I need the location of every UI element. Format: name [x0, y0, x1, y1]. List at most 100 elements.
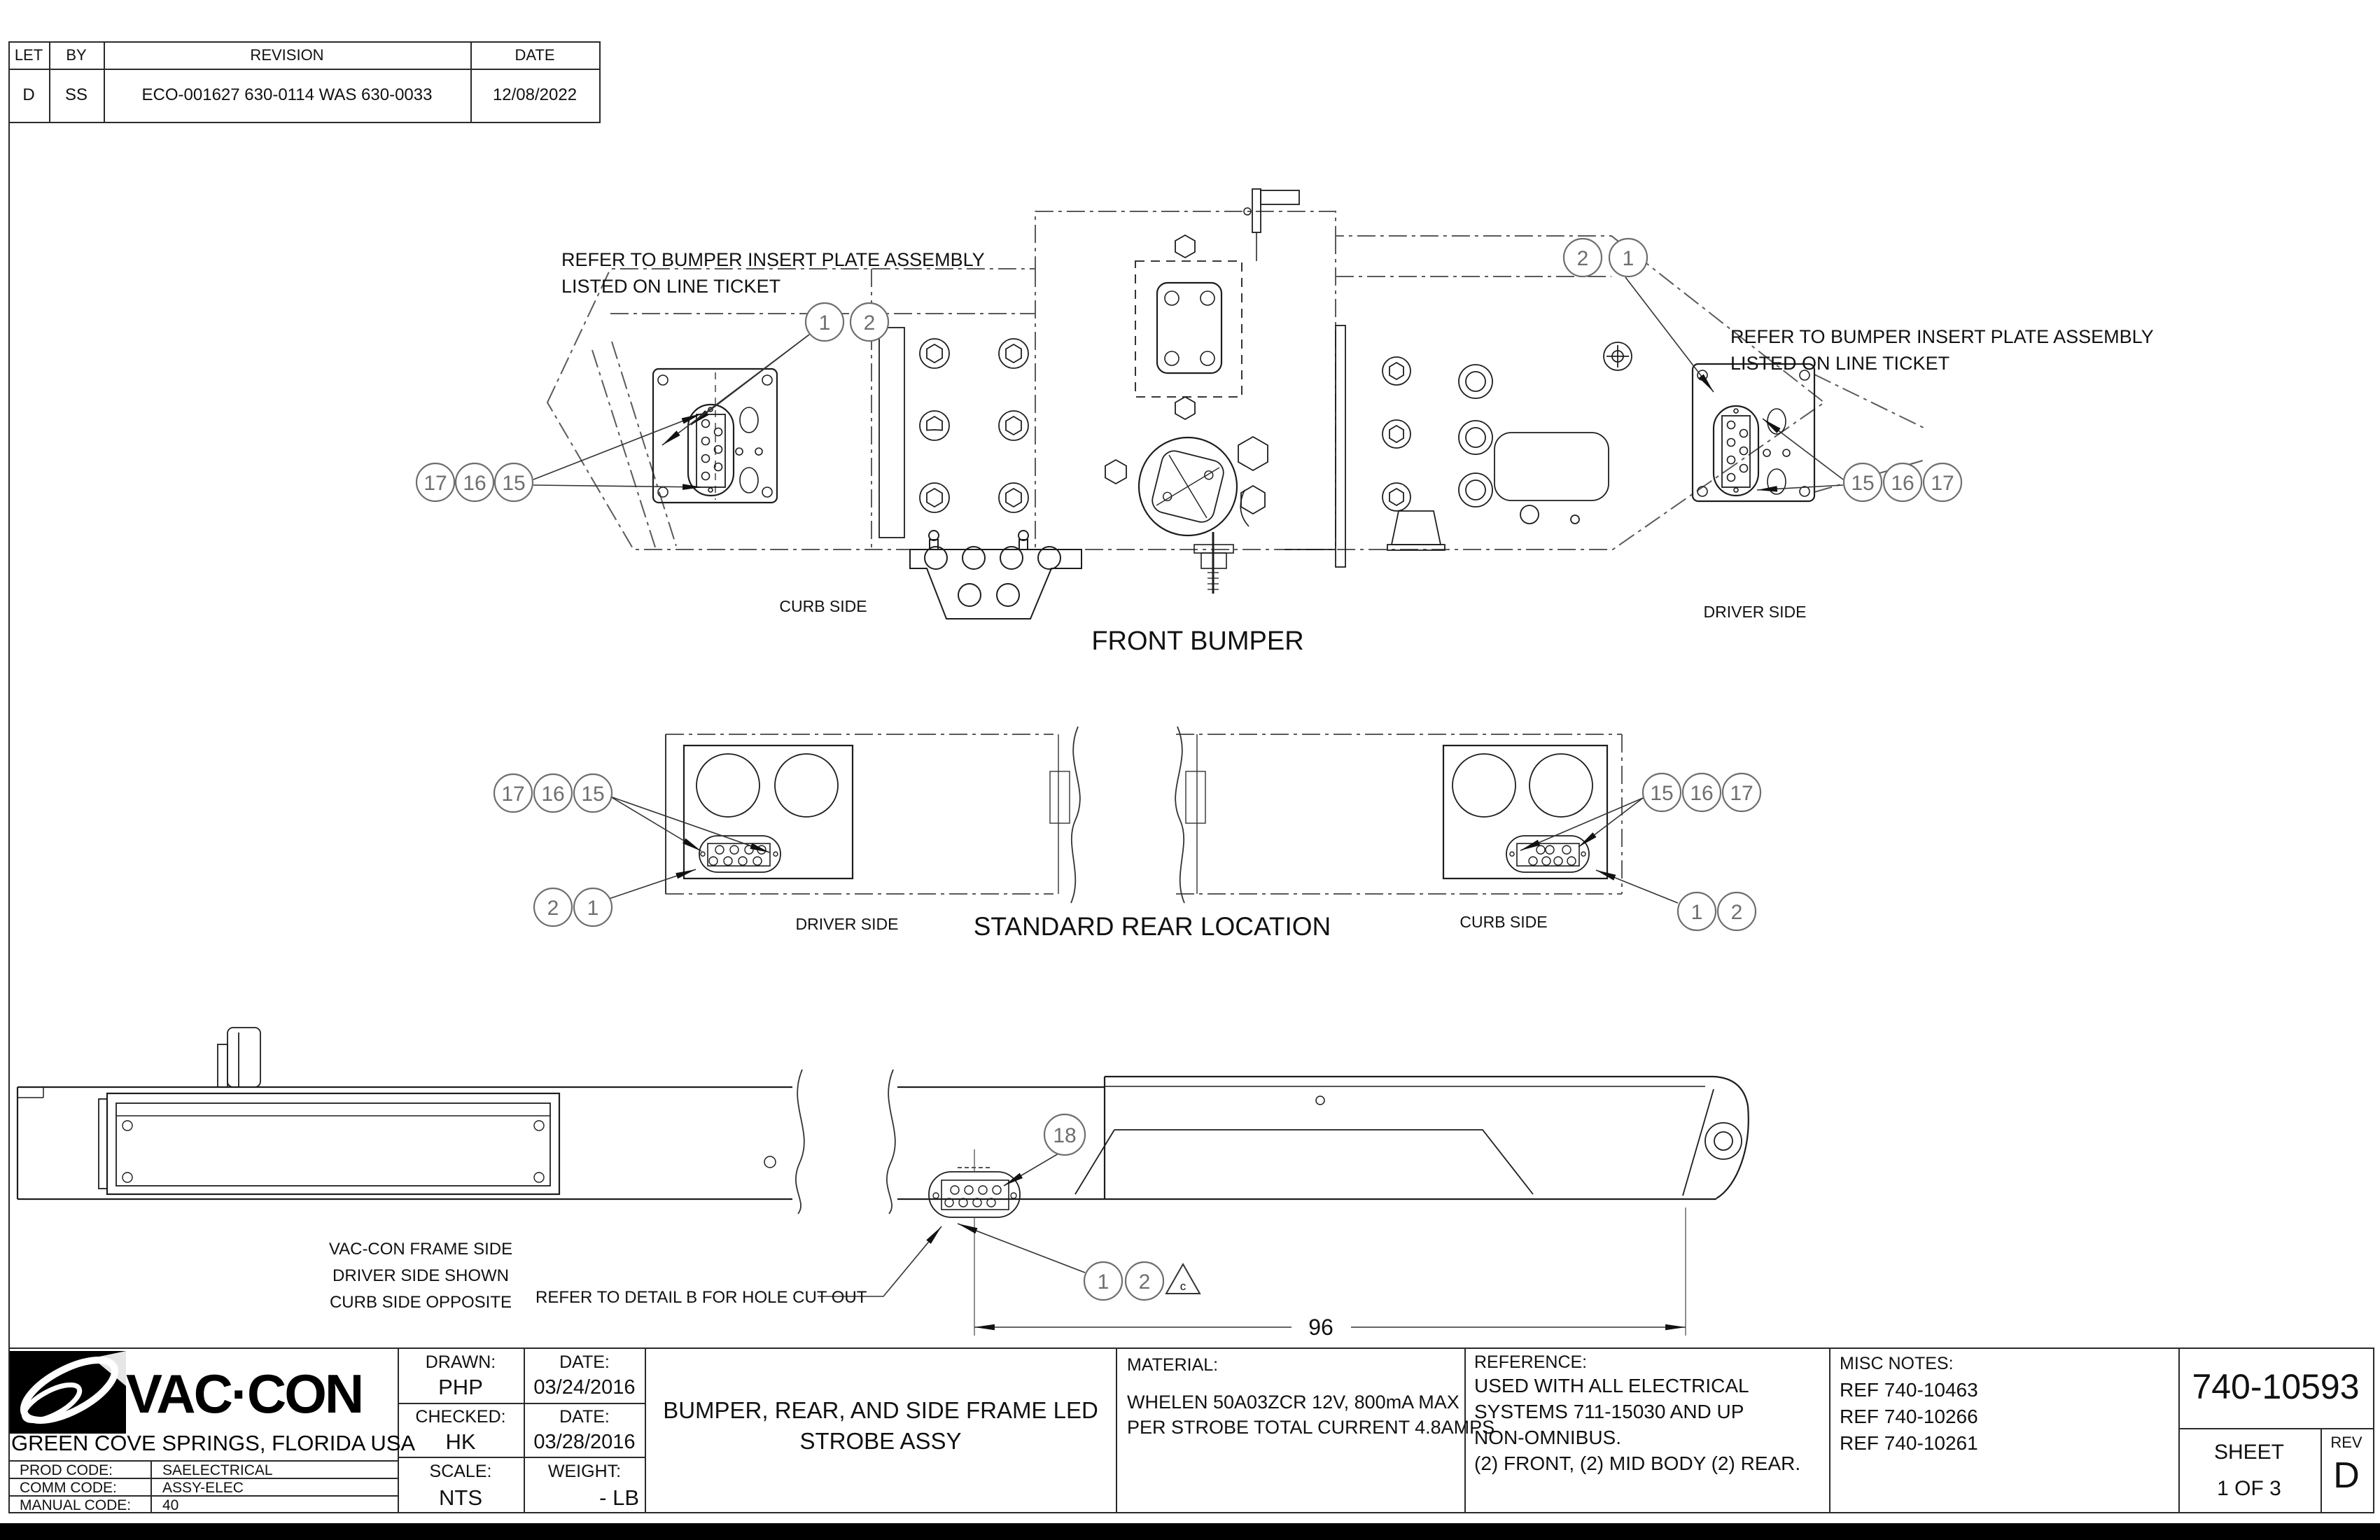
- fb-insert-note-left-1: REFER TO BUMPER INSERT PLATE ASSEMBLY: [561, 249, 985, 270]
- rl-driver-side-label: DRIVER SIDE: [796, 915, 899, 933]
- sheet-left-border: [8, 41, 10, 1512]
- balloons: 1 2 17 16 15 2 1 15 16 17 17 16 15 2 1 1…: [415, 237, 1963, 1301]
- sf-note-1: VAC-CON FRAME SIDE: [329, 1240, 512, 1259]
- fb-insert-note-right-1: REFER TO BUMPER INSERT PLATE ASSEMBLY: [1730, 326, 2154, 347]
- svg-text:17: 17: [1931, 472, 1954, 495]
- rl-title: STANDARD REAR LOCATION: [974, 912, 1331, 941]
- svg-text:16: 16: [541, 783, 564, 806]
- balloon-sf-1: 1: [1083, 1261, 1124, 1301]
- rev-col-revision: REVISION: [250, 46, 324, 64]
- rev-row-revision: ECO-001627 630-0114 WAS 630-0033: [141, 85, 433, 104]
- side-frame-view: [16, 1027, 1749, 1336]
- svg-text:15: 15: [581, 783, 604, 806]
- svg-text:17: 17: [1730, 782, 1753, 805]
- balloon-sf-2: 2: [1124, 1261, 1165, 1301]
- rear-location-view: [604, 726, 1679, 904]
- manual-code-label: MANUAL CODE:: [20, 1497, 132, 1513]
- svg-text:15: 15: [1851, 472, 1874, 495]
- rev-col-by: BY: [66, 46, 87, 64]
- drawn-label: DRAWN:: [425, 1352, 496, 1372]
- balloon-rl-r15: 15: [1642, 772, 1682, 813]
- svg-text:2: 2: [1731, 901, 1743, 924]
- break-lines: [1049, 726, 1206, 904]
- drawing-title-line2: STROBE ASSY: [799, 1428, 962, 1454]
- logo-location-text: GREEN COVE SPRINGS, FLORIDA USA: [11, 1431, 416, 1455]
- balloon-rl-r1: 1: [1676, 891, 1717, 932]
- sheet-bottom-bar: [0, 1523, 2380, 1540]
- drawing-labels: REFER TO BUMPER INSERT PLATE ASSEMBLY LI…: [329, 249, 2154, 1340]
- rev-row-by: SS: [64, 85, 88, 104]
- svg-text:17: 17: [501, 783, 524, 806]
- reference-line3: NON-OMNIBUS.: [1474, 1427, 1621, 1448]
- svg-text:1: 1: [1623, 247, 1634, 270]
- balloon-rl-l16: 16: [533, 773, 573, 813]
- front-bumper-view: [533, 188, 1926, 620]
- fb-driver-side-label: DRIVER SIDE: [1704, 603, 1807, 621]
- drawn-date-value: 03/24/2016: [533, 1376, 636, 1399]
- center-right-hardware: [1284, 325, 1632, 568]
- material-line2: PER STROBE TOTAL CURRENT 4.8AMPS: [1127, 1417, 1495, 1438]
- svg-text:16: 16: [1891, 472, 1914, 495]
- mast-bracket: [217, 1027, 261, 1088]
- balloon-rl-l15: 15: [573, 773, 613, 813]
- center-flange: [1105, 435, 1268, 594]
- misc-line1: REF 740-10463: [1840, 1379, 1978, 1401]
- rev-col-date: DATE: [514, 46, 555, 64]
- balloon-rl-l2: 2: [533, 887, 573, 927]
- frame-break-lines: [795, 1069, 896, 1214]
- rev-label: REV: [2330, 1434, 2362, 1451]
- svg-text:1: 1: [819, 312, 831, 335]
- sf-dimension-96: 96: [1308, 1315, 1334, 1340]
- svg-text:2: 2: [547, 897, 559, 920]
- rl-curb-side-label: CURB SIDE: [1460, 913, 1547, 931]
- svg-text:2: 2: [1139, 1270, 1151, 1294]
- scale-value: NTS: [439, 1485, 482, 1510]
- reference-line4: (2) FRONT, (2) MID BODY (2) REAR.: [1474, 1452, 1801, 1474]
- comm-code-label: COMM CODE:: [20, 1480, 117, 1496]
- balloon-rl-r16: 16: [1681, 772, 1722, 813]
- svg-text:2: 2: [864, 312, 876, 335]
- center-left-hardware: [878, 327, 1029, 538]
- vaccon-logo-icon: [10, 1351, 126, 1434]
- balloon-fb-l15: 15: [493, 462, 534, 503]
- svg-text:1: 1: [1098, 1270, 1110, 1294]
- front-bumper-leaders: [533, 276, 1844, 492]
- balloon-rl-r17: 17: [1721, 772, 1762, 813]
- vaccon-logo-text: VAC·CON: [126, 1363, 364, 1424]
- drawn-value: PHP: [438, 1375, 483, 1399]
- balloon-fb-1: 1: [804, 302, 845, 342]
- svg-text:15: 15: [502, 472, 525, 495]
- fb-title: FRONT BUMPER: [1091, 626, 1303, 656]
- balloon-rl-l17: 17: [493, 773, 533, 813]
- sheet-value: 1 OF 3: [2217, 1477, 2281, 1500]
- balloon-fb-r1: 1: [1608, 237, 1648, 278]
- rev-col-let: LET: [14, 46, 43, 64]
- balloon-sf-18: 18: [1043, 1113, 1086, 1156]
- hopper-section: [1074, 1075, 1749, 1200]
- drawn-date-label: DATE:: [559, 1352, 610, 1372]
- rev-row-date: 12/08/2022: [492, 85, 578, 104]
- reference-label: REFERENCE:: [1474, 1352, 1588, 1372]
- sheet-label: SHEET: [2213, 1441, 2285, 1464]
- balloon-fb-r15: 15: [1842, 462, 1883, 503]
- part-number: 740-10593: [2192, 1367, 2360, 1406]
- reference-line1: USED WITH ALL ELECTRICAL: [1474, 1375, 1749, 1396]
- rear-bumper-outline: [666, 734, 1623, 895]
- rev-value: D: [2333, 1455, 2360, 1496]
- balloon-rl-r2: 2: [1716, 891, 1757, 932]
- svg-text:1: 1: [1691, 901, 1703, 924]
- fb-insert-note-right-2: LISTED ON LINE TICKET: [1730, 353, 1949, 374]
- balloon-fb-r2: 2: [1562, 237, 1603, 278]
- svg-text:17: 17: [424, 472, 447, 495]
- weight-value: - LB: [599, 1485, 639, 1510]
- frame-rail: [16, 1086, 1105, 1200]
- misc-notes-label: MISC NOTES:: [1840, 1354, 1954, 1373]
- balloon-fb-l16: 16: [454, 462, 495, 503]
- misc-line3: REF 740-10261: [1840, 1432, 1978, 1454]
- prod-code-value: SAELECTRICAL: [162, 1462, 273, 1478]
- delta-triangle: [1165, 1262, 1201, 1294]
- manual-code-value: 40: [162, 1497, 179, 1513]
- center-tower: [1135, 188, 1300, 421]
- left-insert-plate: [652, 368, 778, 504]
